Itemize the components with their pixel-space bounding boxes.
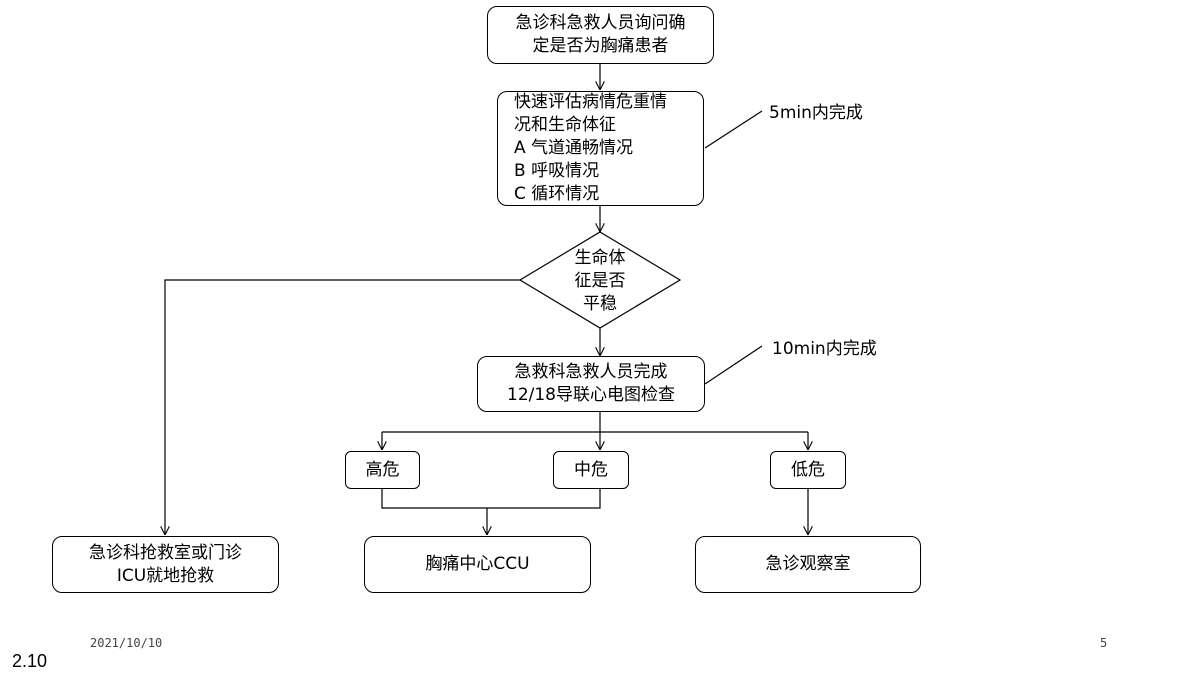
ccu-label: 胸痛中心CCU	[425, 554, 530, 574]
note-leader-assess	[704, 110, 763, 149]
low-risk-label: 低危	[791, 459, 825, 480]
assess-line-airway: A 气道通畅情况	[514, 138, 634, 158]
inquiry-line-1: 急诊科急救人员询问确	[515, 13, 686, 33]
rescue-box: 急诊科抢救室或门诊 ICU就地抢救	[52, 536, 279, 593]
footer-page-number: 5	[1100, 636, 1108, 650]
decision-line-2: 征是否	[574, 271, 626, 291]
ecg-line-1: 急救科急救人员完成	[514, 362, 668, 382]
assess-time-note: 5min内完成	[769, 103, 863, 123]
decision-line-1: 生命体	[574, 248, 626, 268]
footer-date: 2021/10/10	[90, 636, 163, 650]
assess-line-circulation: C 循环情况	[514, 184, 600, 204]
assess-line-breathing: B 呼吸情况	[514, 161, 600, 181]
connector-high-risk-merge	[381, 489, 601, 509]
high-risk-label: 高危	[365, 459, 400, 480]
ecg-line-2: 12/18导联心电图检查	[507, 385, 675, 405]
arrow-decision-to-rescue	[165, 279, 520, 535]
ccu-box: 胸痛中心CCU	[364, 536, 591, 593]
assess-box: 快速评估病情危重情 况和生命体征 A 气道通畅情况 B 呼吸情况 C 循环情况	[497, 91, 704, 206]
assess-line-2: 况和生命体征	[514, 115, 616, 135]
inquiry-box: 急诊科急救人员询问确 定是否为胸痛患者	[487, 6, 714, 64]
high-risk-box: 高危	[345, 451, 420, 489]
decision-line-3: 平稳	[583, 294, 617, 314]
mid-risk-label: 中危	[574, 459, 608, 480]
observation-box: 急诊观察室	[695, 536, 921, 593]
rescue-line-1: 急诊科抢救室或门诊	[89, 542, 242, 563]
decision-label: 生命体 征是否 平稳	[540, 247, 660, 316]
inquiry-line-2: 定是否为胸痛患者	[532, 36, 669, 56]
assess-line-1: 快速评估病情危重情	[514, 92, 667, 112]
observation-label: 急诊观察室	[765, 554, 851, 574]
slide-label: 2.10	[12, 651, 48, 671]
mid-risk-box: 中危	[553, 451, 629, 489]
low-risk-box: 低危	[770, 451, 846, 489]
ecg-box: 急救科急救人员完成 12/18导联心电图检查	[477, 356, 705, 412]
note-leader-ecg	[704, 345, 763, 385]
rescue-line-2: ICU就地抢救	[116, 565, 215, 586]
ecg-time-note: 10min内完成	[772, 339, 877, 359]
